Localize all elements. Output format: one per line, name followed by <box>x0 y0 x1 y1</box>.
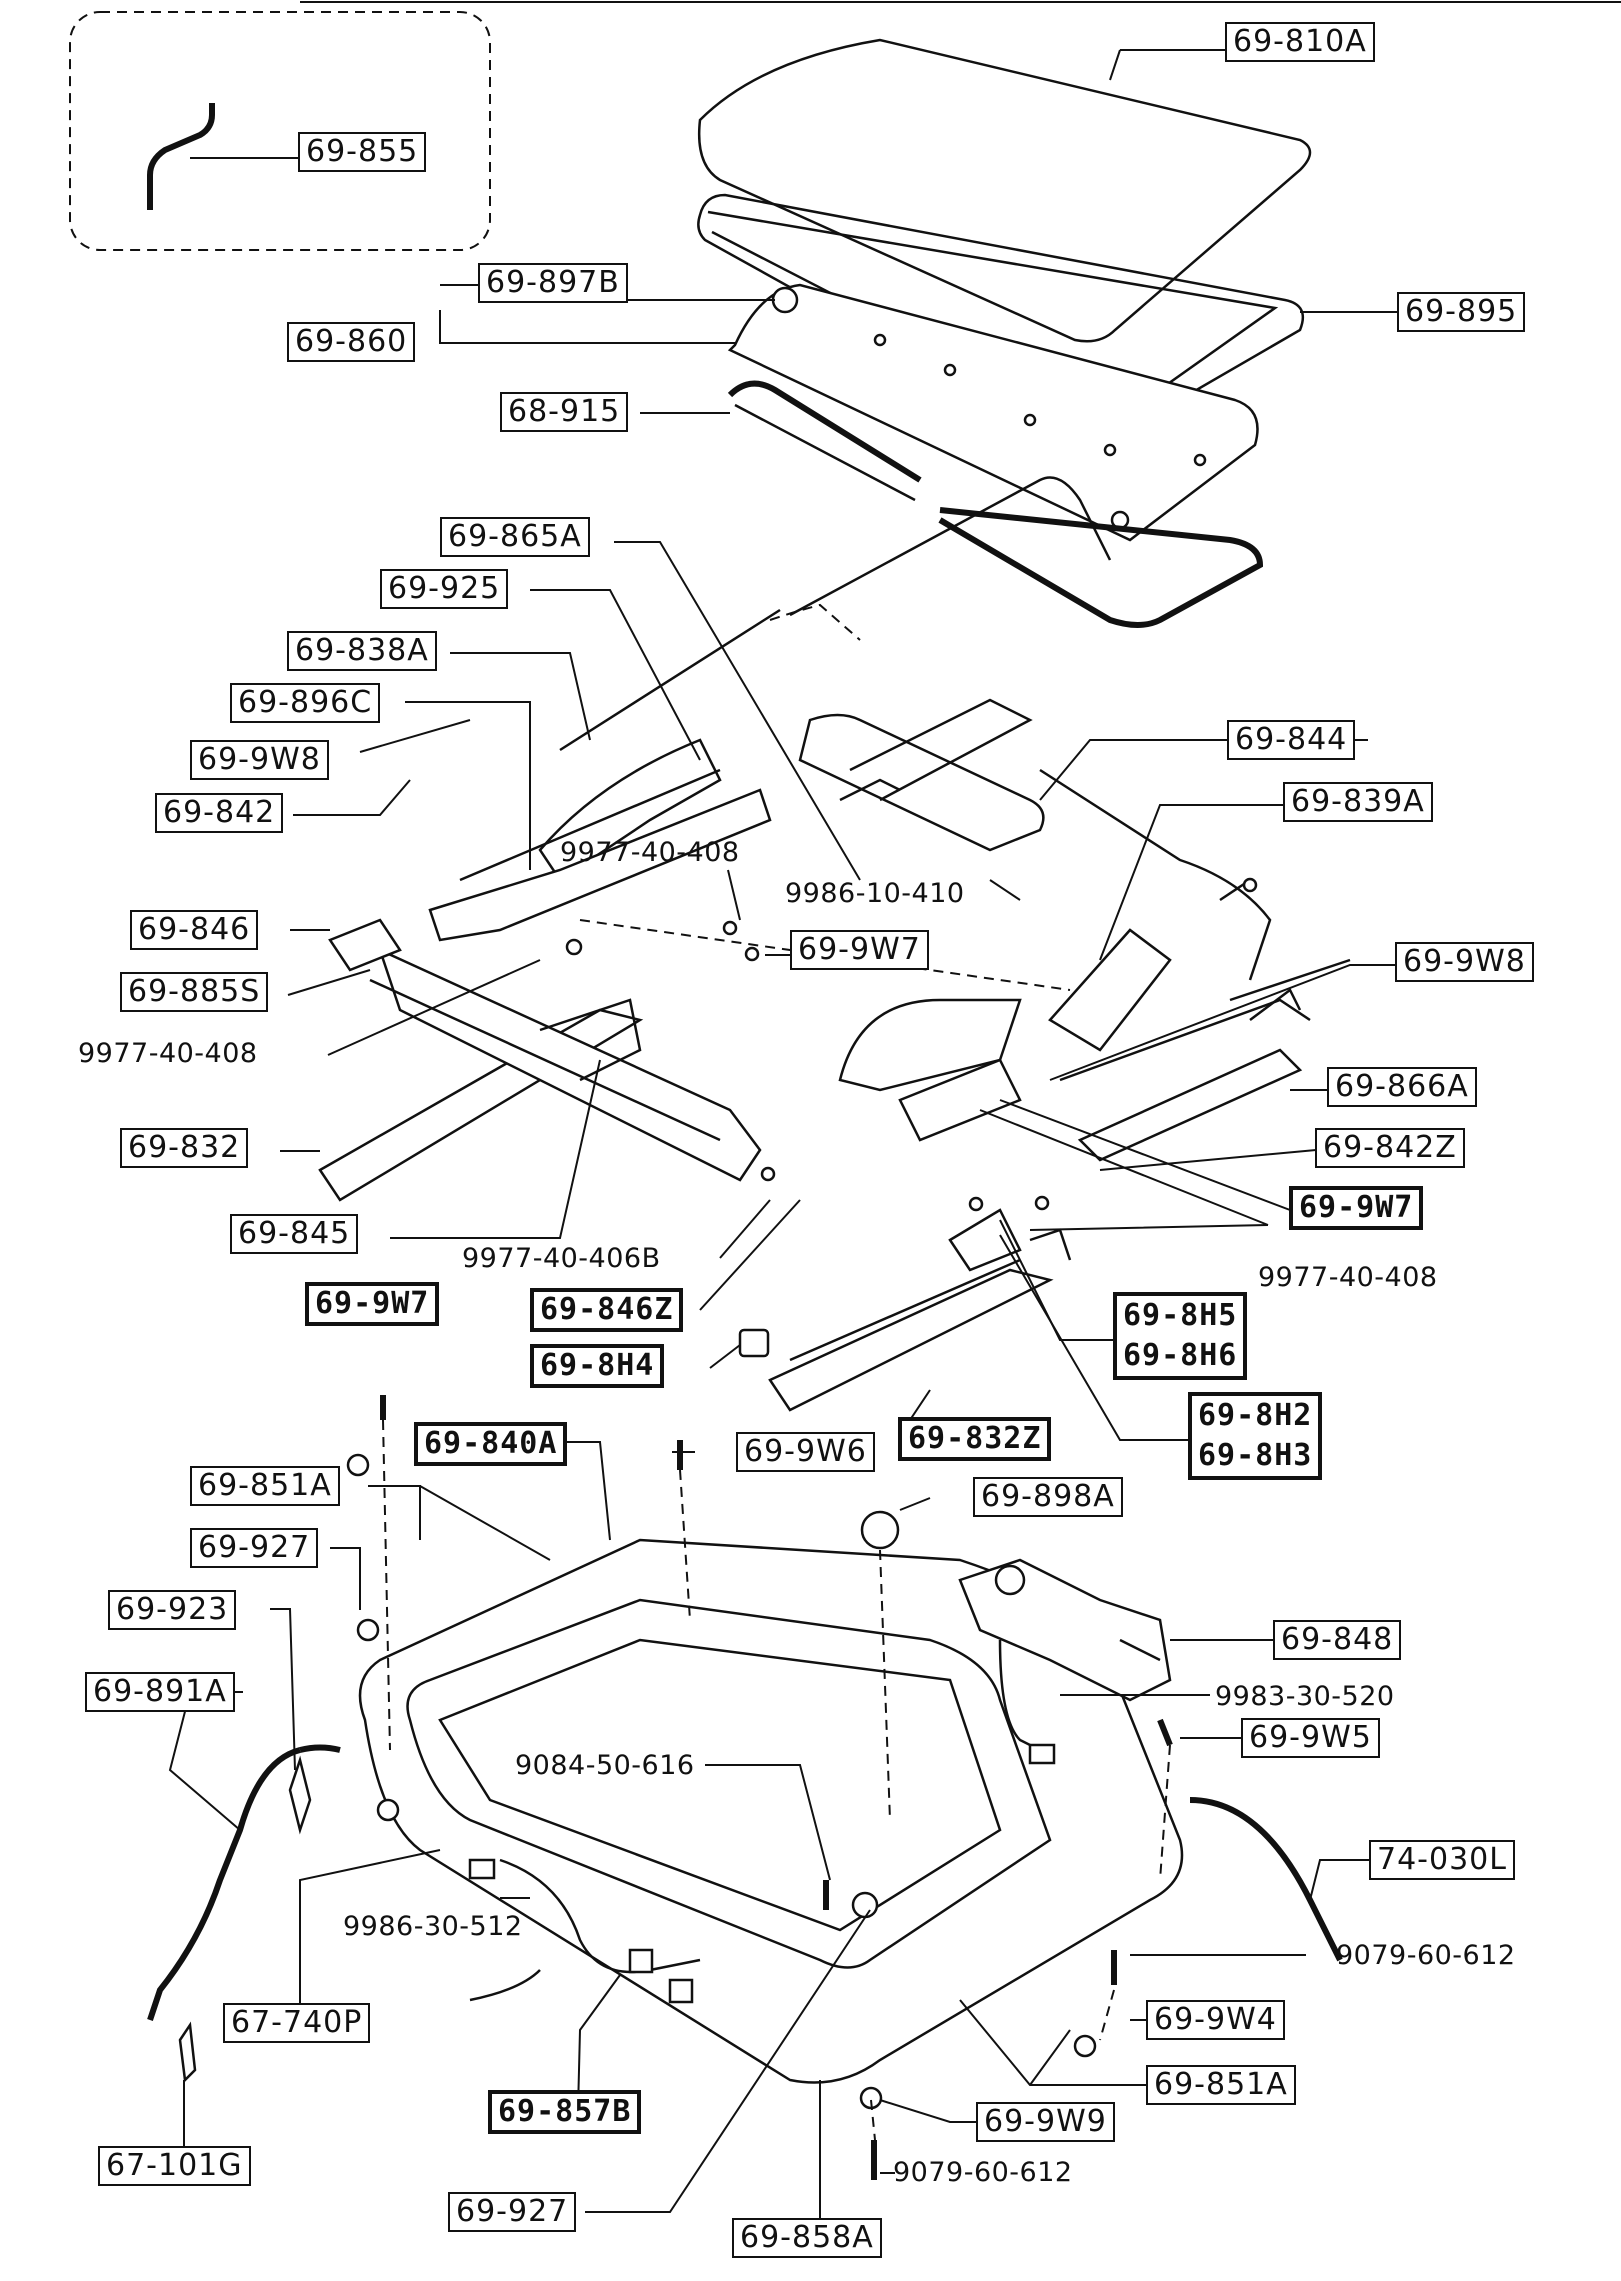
callout-69-851A-bottom: 69-851A <box>1146 2065 1296 2105</box>
callout-69-851A-top: 69-851A <box>190 1466 340 1506</box>
callout-69-897B: 69-897B <box>478 263 628 303</box>
callout-69-858A: 69-858A <box>732 2218 882 2258</box>
callout-9977-40-408-b: 9977-40-408 <box>78 1038 258 1069</box>
callout-69-8H3: 69-8H3 <box>1198 1438 1313 1473</box>
callout-9986-10-410: 9986-10-410 <box>785 878 965 909</box>
glass-panel-part <box>698 38 1312 343</box>
callout-69-891A: 69-891A <box>85 1672 235 1712</box>
callout-69-842: 69-842 <box>155 793 284 833</box>
callout-69-839A: 69-839A <box>1283 782 1433 822</box>
callout-69-9W9: 69-9W9 <box>976 2102 1115 2142</box>
callout-9079-60-612-b: 9079-60-612 <box>893 2157 1073 2188</box>
callout-9084-50-616: 9084-50-616 <box>515 1750 695 1781</box>
callout-69-9W6: 69-9W6 <box>736 1432 875 1472</box>
callout-74-030L: 74-030L <box>1369 1840 1515 1880</box>
callout-69-8H2: 69-8H2 <box>1198 1398 1313 1433</box>
link-69-866A <box>1077 1048 1303 1162</box>
callout-69-9W4: 69-9W4 <box>1146 2000 1285 2040</box>
callout-69-844: 69-844 <box>1227 720 1356 760</box>
guide-rail-left <box>538 738 722 882</box>
callout-9977-40-408-a: 9977-40-408 <box>560 837 740 868</box>
inset-tube-part <box>147 103 215 210</box>
callout-69-8H4: 69-8H4 <box>530 1344 665 1388</box>
guide-rail-69-845 <box>377 947 762 1182</box>
callout-69-848: 69-848 <box>1273 1620 1402 1660</box>
wiring-harness-69-857B <box>499 1858 701 1974</box>
shoe-69-846 <box>328 918 402 972</box>
callout-69-885S: 69-885S <box>120 972 269 1012</box>
clip-67-101G <box>178 2021 197 2083</box>
callout-68-915: 68-915 <box>500 392 629 432</box>
callout-69-832Z: 69-832Z <box>898 1417 1052 1461</box>
callout-69-925: 69-925 <box>380 569 509 609</box>
callout-69-860: 69-860 <box>287 322 416 362</box>
plug-69-898A <box>860 1510 900 1550</box>
callout-69-898A: 69-898A <box>973 1477 1123 1517</box>
callout-69-9W7-right: 69-9W7 <box>1289 1186 1424 1230</box>
callout-69-866A: 69-866A <box>1327 1067 1477 1107</box>
callout-69-927-bottom: 69-927 <box>448 2192 577 2232</box>
callout-69-9W7-left: 69-9W7 <box>305 1282 440 1326</box>
block-69-8H4 <box>738 1328 770 1358</box>
callout-69-927-top: 69-927 <box>190 1528 319 1568</box>
callout-69-8H6: 69-8H6 <box>1123 1338 1238 1373</box>
callout-69-846Z: 69-846Z <box>530 1288 684 1332</box>
callout-69-895: 69-895 <box>1397 292 1526 332</box>
callout-69-8H5: 69-8H5 <box>1123 1298 1238 1333</box>
callout-69-810A: 69-810A <box>1225 22 1375 62</box>
sunroof-frame-69-840A <box>358 1538 1184 2084</box>
callout-69-9W8-left: 69-9W8 <box>190 740 329 780</box>
callout-69-9W5: 69-9W5 <box>1241 1718 1380 1758</box>
callout-69-9W7-mid: 69-9W7 <box>790 930 929 970</box>
callout-9986-30-512: 9986-30-512 <box>343 1911 523 1942</box>
drain-hose-74-030L <box>1189 1797 1343 1962</box>
drive-cable-assembly <box>798 713 1045 852</box>
seal-part <box>938 507 1264 628</box>
callout-9079-60-612-a: 9079-60-612 <box>1336 1940 1516 1971</box>
callout-69-832: 69-832 <box>120 1128 249 1168</box>
callout-9977-40-408-c: 9977-40-408 <box>1258 1262 1438 1293</box>
callout-69-923: 69-923 <box>108 1590 237 1630</box>
callout-69-857B: 69-857B <box>488 2090 642 2134</box>
callout-67-101G: 67-101G <box>98 2146 251 2186</box>
callout-9977-40-406B: 9977-40-406B <box>462 1243 661 1274</box>
inset-box <box>69 11 491 251</box>
clip-69-923 <box>288 1755 312 1835</box>
callout-69-845: 69-845 <box>230 1214 359 1254</box>
callout-69-8H2-69-8H3: 69-8H2 69-8H3 <box>1188 1392 1323 1480</box>
deflector-plate-part <box>727 283 1259 542</box>
callout-69-838A: 69-838A <box>287 631 437 671</box>
callout-69-846: 69-846 <box>130 910 259 950</box>
callout-69-865A: 69-865A <box>440 517 590 557</box>
weatherstrip-part <box>697 193 1305 447</box>
callout-69-9W8-right: 69-9W8 <box>1395 942 1534 982</box>
callout-67-740P: 67-740P <box>223 2003 371 2043</box>
drain-hose-69-891A <box>147 1747 301 2021</box>
lift-arm-69-839A <box>838 998 1022 1092</box>
guide-rail-69-832Z <box>768 1268 1054 1412</box>
callout-69-855: 69-855 <box>298 132 427 172</box>
callout-69-840A: 69-840A <box>414 1422 568 1466</box>
callout-69-842Z: 69-842Z <box>1315 1128 1465 1168</box>
callout-9983-30-520: 9983-30-520 <box>1215 1681 1395 1712</box>
callout-69-8H5-69-8H6: 69-8H5 69-8H6 <box>1113 1292 1248 1380</box>
callout-69-896C: 69-896C <box>230 683 381 723</box>
